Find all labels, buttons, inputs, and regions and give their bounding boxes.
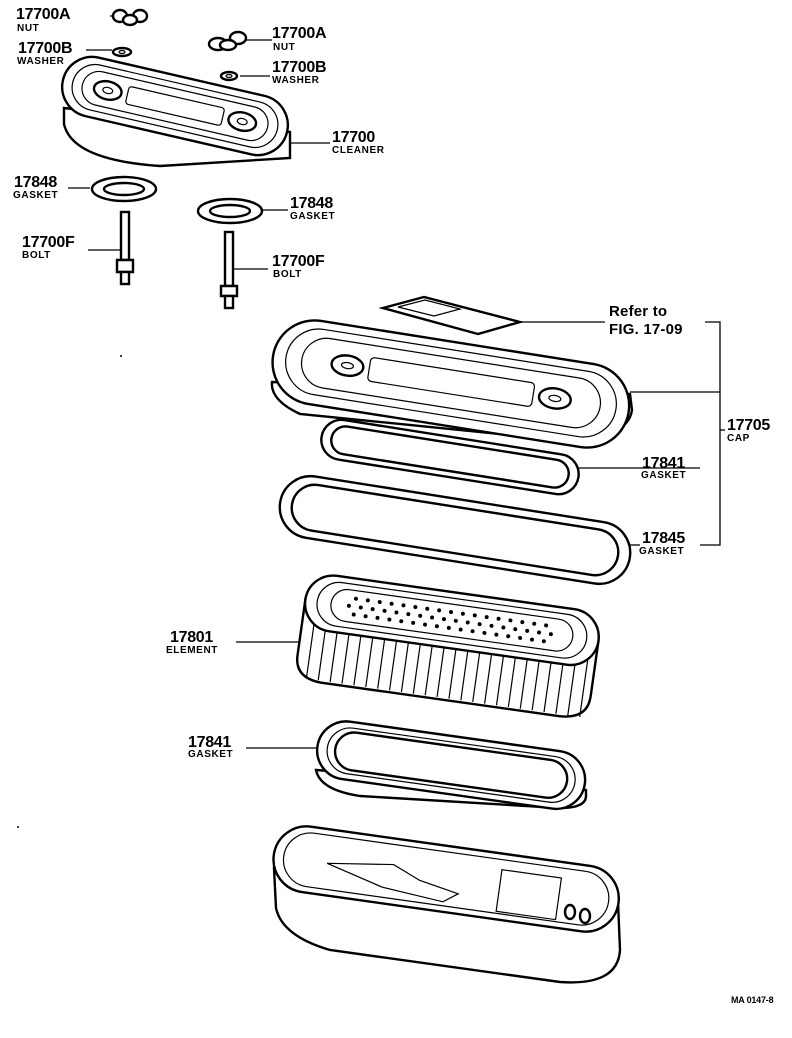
- callout-name-washer-right: WASHER: [272, 75, 320, 86]
- reference-note-line2: FIG. 17-09: [609, 321, 683, 338]
- callout-number-bolt-right: 17700F: [272, 253, 325, 270]
- callout-name-gasket-upper: GASKET: [641, 470, 687, 481]
- callout-number-gasket-small-right: 17848: [290, 195, 333, 212]
- decal-plate: [378, 295, 525, 336]
- callout-number-nut-right: 17700A: [272, 25, 327, 42]
- gasket-upper: [320, 418, 580, 496]
- drawing-code: MA 0147-8: [731, 995, 774, 1005]
- cleaner-bowl: [272, 825, 622, 984]
- callout-number-washer-right: 17700B: [272, 59, 327, 76]
- reference-note-line1: Refer to: [609, 303, 668, 320]
- wing-nut-left: [111, 8, 149, 27]
- callout-name-gasket-small-right: GASKET: [290, 211, 336, 222]
- callout-name-gasket-outer: GASKET: [639, 546, 685, 557]
- wing-nut-right: [207, 30, 248, 52]
- callout-number-cleaner: 17700: [332, 129, 375, 146]
- callout-name-cleaner: CLEANER: [332, 145, 385, 156]
- callout-name-nut-right: NUT: [273, 42, 296, 53]
- callout-number-washer-left: 17700B: [18, 40, 73, 57]
- callout-number-gasket-small-left: 17848: [14, 174, 57, 191]
- filter-element: [296, 574, 600, 718]
- washer-right: [219, 70, 239, 82]
- callout-name-bolt-left: BOLT: [22, 250, 51, 261]
- callout-name-nut-left: NUT: [17, 23, 40, 34]
- gasket-outer: [278, 474, 632, 586]
- bolt-right: [219, 230, 239, 310]
- callout-number-gasket-lower: 17841: [188, 734, 231, 751]
- washer-left: [111, 46, 133, 58]
- bolt-left: [115, 210, 135, 286]
- scan-specks: [17, 355, 122, 828]
- callout-name-bolt-right: BOLT: [273, 269, 302, 280]
- callout-name-gasket-small-left: GASKET: [13, 190, 59, 201]
- callout-number-nut-left: 17700A: [16, 6, 71, 23]
- leader-lines: [68, 15, 725, 749]
- callout-name-cap: CAP: [727, 433, 750, 444]
- callout-name-element: ELEMENT: [166, 645, 218, 656]
- callout-number-cap: 17705: [727, 417, 770, 434]
- callout-name-washer-left: WASHER: [17, 56, 65, 67]
- small-gasket-left: [90, 175, 158, 203]
- callout-number-element: 17801: [170, 629, 213, 646]
- small-gasket-right: [196, 197, 264, 225]
- callout-number-gasket-upper: 17841: [642, 455, 685, 472]
- air-cleaner-cap: [270, 319, 634, 449]
- callout-name-gasket-lower: GASKET: [188, 749, 234, 760]
- callout-number-bolt-left: 17700F: [22, 234, 75, 251]
- cleaner-housing: [60, 55, 292, 168]
- callout-number-gasket-outer: 17845: [642, 530, 685, 547]
- gasket-lower: [314, 720, 588, 811]
